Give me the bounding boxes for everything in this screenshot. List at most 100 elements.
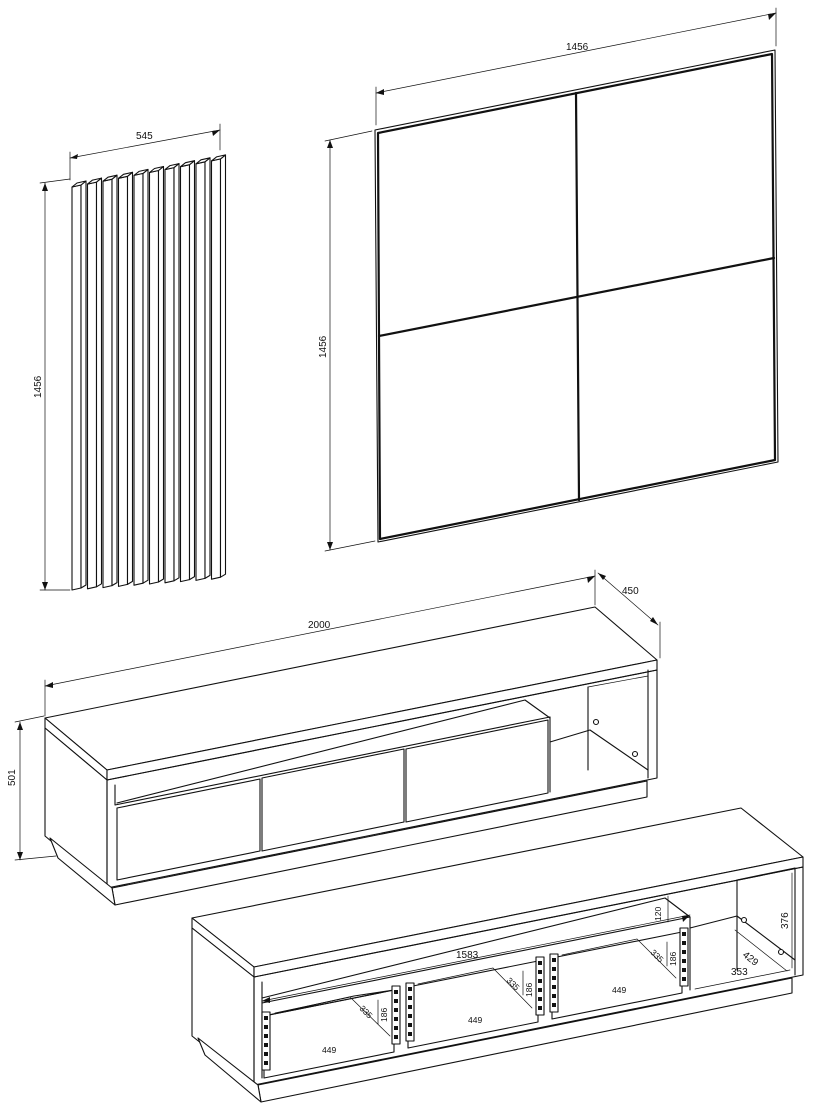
rail-screw xyxy=(538,1006,542,1010)
slat-top xyxy=(179,160,196,168)
rail-screw xyxy=(682,932,686,936)
interior-width-label: 1583 xyxy=(456,950,479,961)
rail-screw xyxy=(682,977,686,981)
drawer-rail xyxy=(535,956,545,1016)
rail-screw xyxy=(682,968,686,972)
slat xyxy=(133,172,144,586)
drawer-rail xyxy=(405,982,415,1042)
slat-side xyxy=(219,154,227,578)
slat xyxy=(210,158,222,580)
open-height-label: 376 xyxy=(780,912,791,929)
slat-top xyxy=(133,168,149,176)
rail-screw xyxy=(264,1052,268,1056)
slat-side xyxy=(173,163,180,582)
tv-length-label: 2000 xyxy=(308,620,331,631)
rail-screw xyxy=(394,990,398,994)
rail-screw xyxy=(552,958,556,962)
tv-depth-label: 450 xyxy=(622,586,639,597)
rail-screw xyxy=(552,967,556,971)
rail-screw xyxy=(264,1034,268,1038)
slat-width-label: 545 xyxy=(136,131,153,142)
drawer-rails xyxy=(261,927,689,1071)
tv-depth-dimension: 450 xyxy=(597,572,661,659)
rail-screw xyxy=(682,950,686,954)
tv-height-label: 501 xyxy=(7,769,18,786)
drawer3-height-label: 186 xyxy=(668,952,678,966)
drawer2-height-label: 186 xyxy=(524,983,534,997)
rail-screw xyxy=(408,1023,412,1027)
rail-screw xyxy=(394,1017,398,1021)
slat-top xyxy=(71,180,87,188)
rail-screw xyxy=(682,959,686,963)
slat-top xyxy=(117,171,134,179)
slat-side xyxy=(111,174,118,587)
rail-screw xyxy=(394,1008,398,1012)
slat-top xyxy=(86,177,103,185)
square-width-dimension: 1456 xyxy=(375,7,777,126)
drawer-rail xyxy=(549,953,559,1013)
slat-side xyxy=(188,160,196,581)
slat-height-label: 1456 xyxy=(33,375,44,398)
slat-top xyxy=(210,154,227,162)
slat xyxy=(195,161,206,581)
slat-side xyxy=(142,168,149,584)
rail-screw xyxy=(538,961,542,965)
rail-screw xyxy=(408,987,412,991)
slat xyxy=(102,178,113,589)
slat xyxy=(86,181,98,590)
square-height-label: 1456 xyxy=(318,335,329,358)
drawer3-width-label: 449 xyxy=(612,985,626,995)
rail-screw xyxy=(408,1032,412,1036)
shelf-gap-label: 120 xyxy=(653,907,663,921)
tv-length-dimension: 2000 xyxy=(44,569,596,717)
drawer1-width-label: 449 xyxy=(322,1045,336,1055)
slat-top xyxy=(148,165,165,174)
rail-screw xyxy=(408,996,412,1000)
drawer2-width-label: 449 xyxy=(468,1015,482,1025)
drawer-rail xyxy=(261,1011,271,1071)
rail-screw xyxy=(264,1061,268,1065)
rail-screw xyxy=(538,979,542,983)
drawer-rail xyxy=(391,985,401,1045)
square-width-label: 1456 xyxy=(566,42,589,53)
slat-height-dimension: 1456 xyxy=(33,178,71,591)
slat-panel xyxy=(71,154,227,591)
rail-screw xyxy=(394,1035,398,1039)
rail-screw xyxy=(538,970,542,974)
open-width-label: 353 xyxy=(731,967,748,978)
slat-top xyxy=(164,163,180,171)
rail-screw xyxy=(394,999,398,1003)
square-panel xyxy=(374,49,779,543)
rail-screw xyxy=(552,976,556,980)
rail-screw xyxy=(552,1003,556,1007)
slat xyxy=(179,164,191,583)
slat-side xyxy=(126,171,134,585)
slat-side xyxy=(80,180,87,589)
rail-screw xyxy=(538,988,542,992)
drawer-rail xyxy=(679,927,689,987)
slat-side xyxy=(204,157,211,579)
slat-top xyxy=(102,174,118,182)
slat-top xyxy=(195,157,211,165)
square-height-dimension: 1456 xyxy=(318,130,376,552)
slat xyxy=(164,167,175,584)
tv-height-dimension: 501 xyxy=(7,715,57,861)
rail-screw xyxy=(264,1043,268,1047)
drawer1-height-label: 186 xyxy=(379,1008,389,1022)
slat xyxy=(71,184,82,591)
slat xyxy=(117,175,129,587)
rail-screw xyxy=(552,985,556,989)
rail-screw xyxy=(538,997,542,1001)
rail-screw xyxy=(264,1016,268,1020)
slat xyxy=(148,169,160,585)
tv-unit-open xyxy=(191,807,804,1103)
rail-screw xyxy=(408,1014,412,1018)
slat-group xyxy=(71,154,227,591)
rail-screw xyxy=(408,1005,412,1009)
tv-unit-closed xyxy=(44,606,658,906)
rail-screw xyxy=(682,941,686,945)
slat-side xyxy=(157,165,165,583)
rail-screw xyxy=(552,994,556,998)
